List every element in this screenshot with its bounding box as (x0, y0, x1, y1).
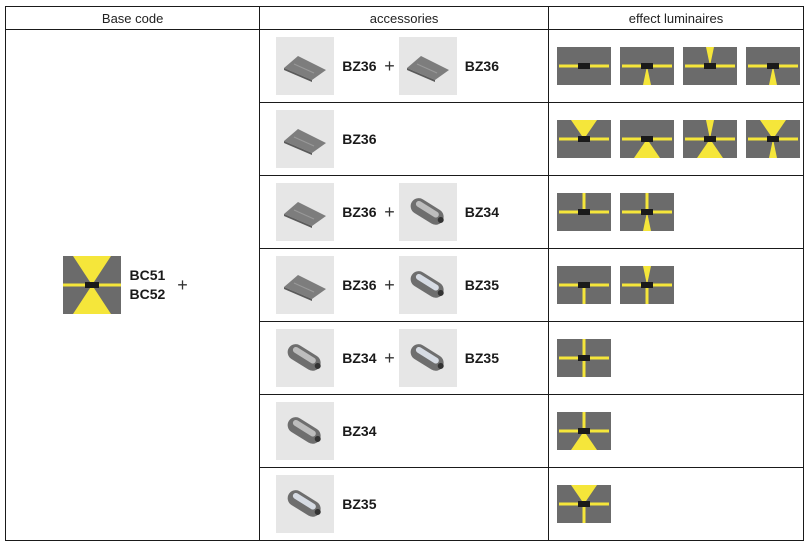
table-row: BZ34 + BZ35 (6, 321, 804, 395)
header-accessories: accessories (259, 6, 549, 30)
effect-up-narrow-down-wide-icon (683, 120, 737, 158)
effect-up-wide-icon (557, 120, 611, 158)
effect-up-line-down-narrow-icon (620, 193, 674, 231)
base-code: BC51 (129, 267, 166, 283)
accessories-cell: BZ34 (259, 394, 549, 468)
base-code: BC52 (129, 286, 166, 302)
accessories-cell: BZ35 (259, 467, 549, 541)
accessory-code: BZ36 (464, 58, 499, 74)
effect-horizontal-icon (557, 47, 611, 85)
accessory-code: BZ36 (342, 204, 377, 220)
effect-up-down-narrow-icon (746, 47, 800, 85)
accessories-cell: BZ36 + BZ35 (259, 248, 549, 322)
accessory-code: BZ34 (342, 350, 377, 366)
table-row: BZ36 + BZ34 (6, 175, 804, 249)
base-code-group: BC51 BC52 + (0, 256, 259, 314)
table-row: BC51 BC52 + BZ36 + BZ36 (4, 29, 804, 541)
lens-cylinder-accessory-icon (398, 329, 457, 387)
effects-cell (548, 467, 804, 541)
cylinder-accessory-icon (398, 183, 457, 241)
header-row: Base code accessories effect luminaires (4, 6, 804, 30)
accessory-code: BZ36 (342, 58, 377, 74)
accessory-code: BZ35 (464, 350, 499, 366)
effect-up-line-icon (557, 193, 611, 231)
accessory-table: Base code accessories effect luminaires … (4, 6, 804, 541)
accessory-code: BZ35 (342, 496, 377, 512)
effects-cell (548, 321, 804, 395)
effect-up-line-down-wide-icon (557, 412, 611, 450)
effect-up-narrow-down-line-icon (620, 266, 674, 304)
header-base-code: Base code (4, 6, 261, 30)
effects-cell (548, 102, 804, 176)
effects-cell (548, 29, 804, 103)
effect-down-narrow-icon (620, 47, 674, 85)
plate-accessory-icon (276, 183, 335, 241)
cylinder-accessory-icon (276, 402, 335, 460)
plate-accessory-icon (276, 37, 335, 95)
effect-down-line-icon (557, 266, 611, 304)
accessory-code: BZ36 (342, 131, 377, 147)
header-effect-luminaires: effect luminaires (548, 6, 804, 30)
effects-cell (548, 175, 804, 249)
luminaire-up-down-icon (63, 256, 122, 314)
table-row: BZ36 + BZ35 (6, 248, 804, 322)
accessories-cell: BZ36 + BZ36 (259, 29, 549, 103)
effects-cell (548, 248, 804, 322)
accessories-cell: BZ36 (259, 102, 549, 176)
table-row: BZ36 (6, 102, 804, 176)
accessories-cell: BZ34 + BZ35 (259, 321, 549, 395)
plate-accessory-icon (398, 37, 457, 95)
plate-accessory-icon (276, 110, 335, 168)
effect-up-down-line-icon (557, 339, 611, 377)
lens-cylinder-accessory-icon (276, 475, 335, 533)
cylinder-accessory-icon (276, 329, 335, 387)
accessory-code: BZ36 (342, 277, 377, 293)
accessories-cell: BZ36 + BZ34 (259, 175, 549, 249)
effect-down-wide-icon (620, 120, 674, 158)
table-row: BZ35 (6, 467, 804, 541)
lens-cylinder-accessory-icon (398, 256, 457, 314)
table-row: BZ34 (6, 394, 804, 468)
accessory-code: BZ34 (464, 204, 499, 220)
plus-sign: + (384, 55, 395, 76)
accessory-code: BZ34 (342, 423, 377, 439)
accessory-code: BZ35 (464, 277, 499, 293)
base-codes: BC51 BC52 (129, 266, 165, 304)
base-code-cell: BC51 BC52 + (4, 29, 261, 541)
plus-sign: + (384, 201, 395, 222)
plus-sign: + (384, 347, 395, 368)
effect-up-wide-down-line-icon (557, 485, 611, 523)
plus-sign: + (384, 274, 395, 295)
effects-cell (548, 394, 804, 468)
effect-up-narrow-icon (683, 47, 737, 85)
plate-accessory-icon (276, 256, 335, 314)
plus-sign: + (177, 274, 188, 295)
effect-up-wide-down-narrow-icon (746, 120, 800, 158)
